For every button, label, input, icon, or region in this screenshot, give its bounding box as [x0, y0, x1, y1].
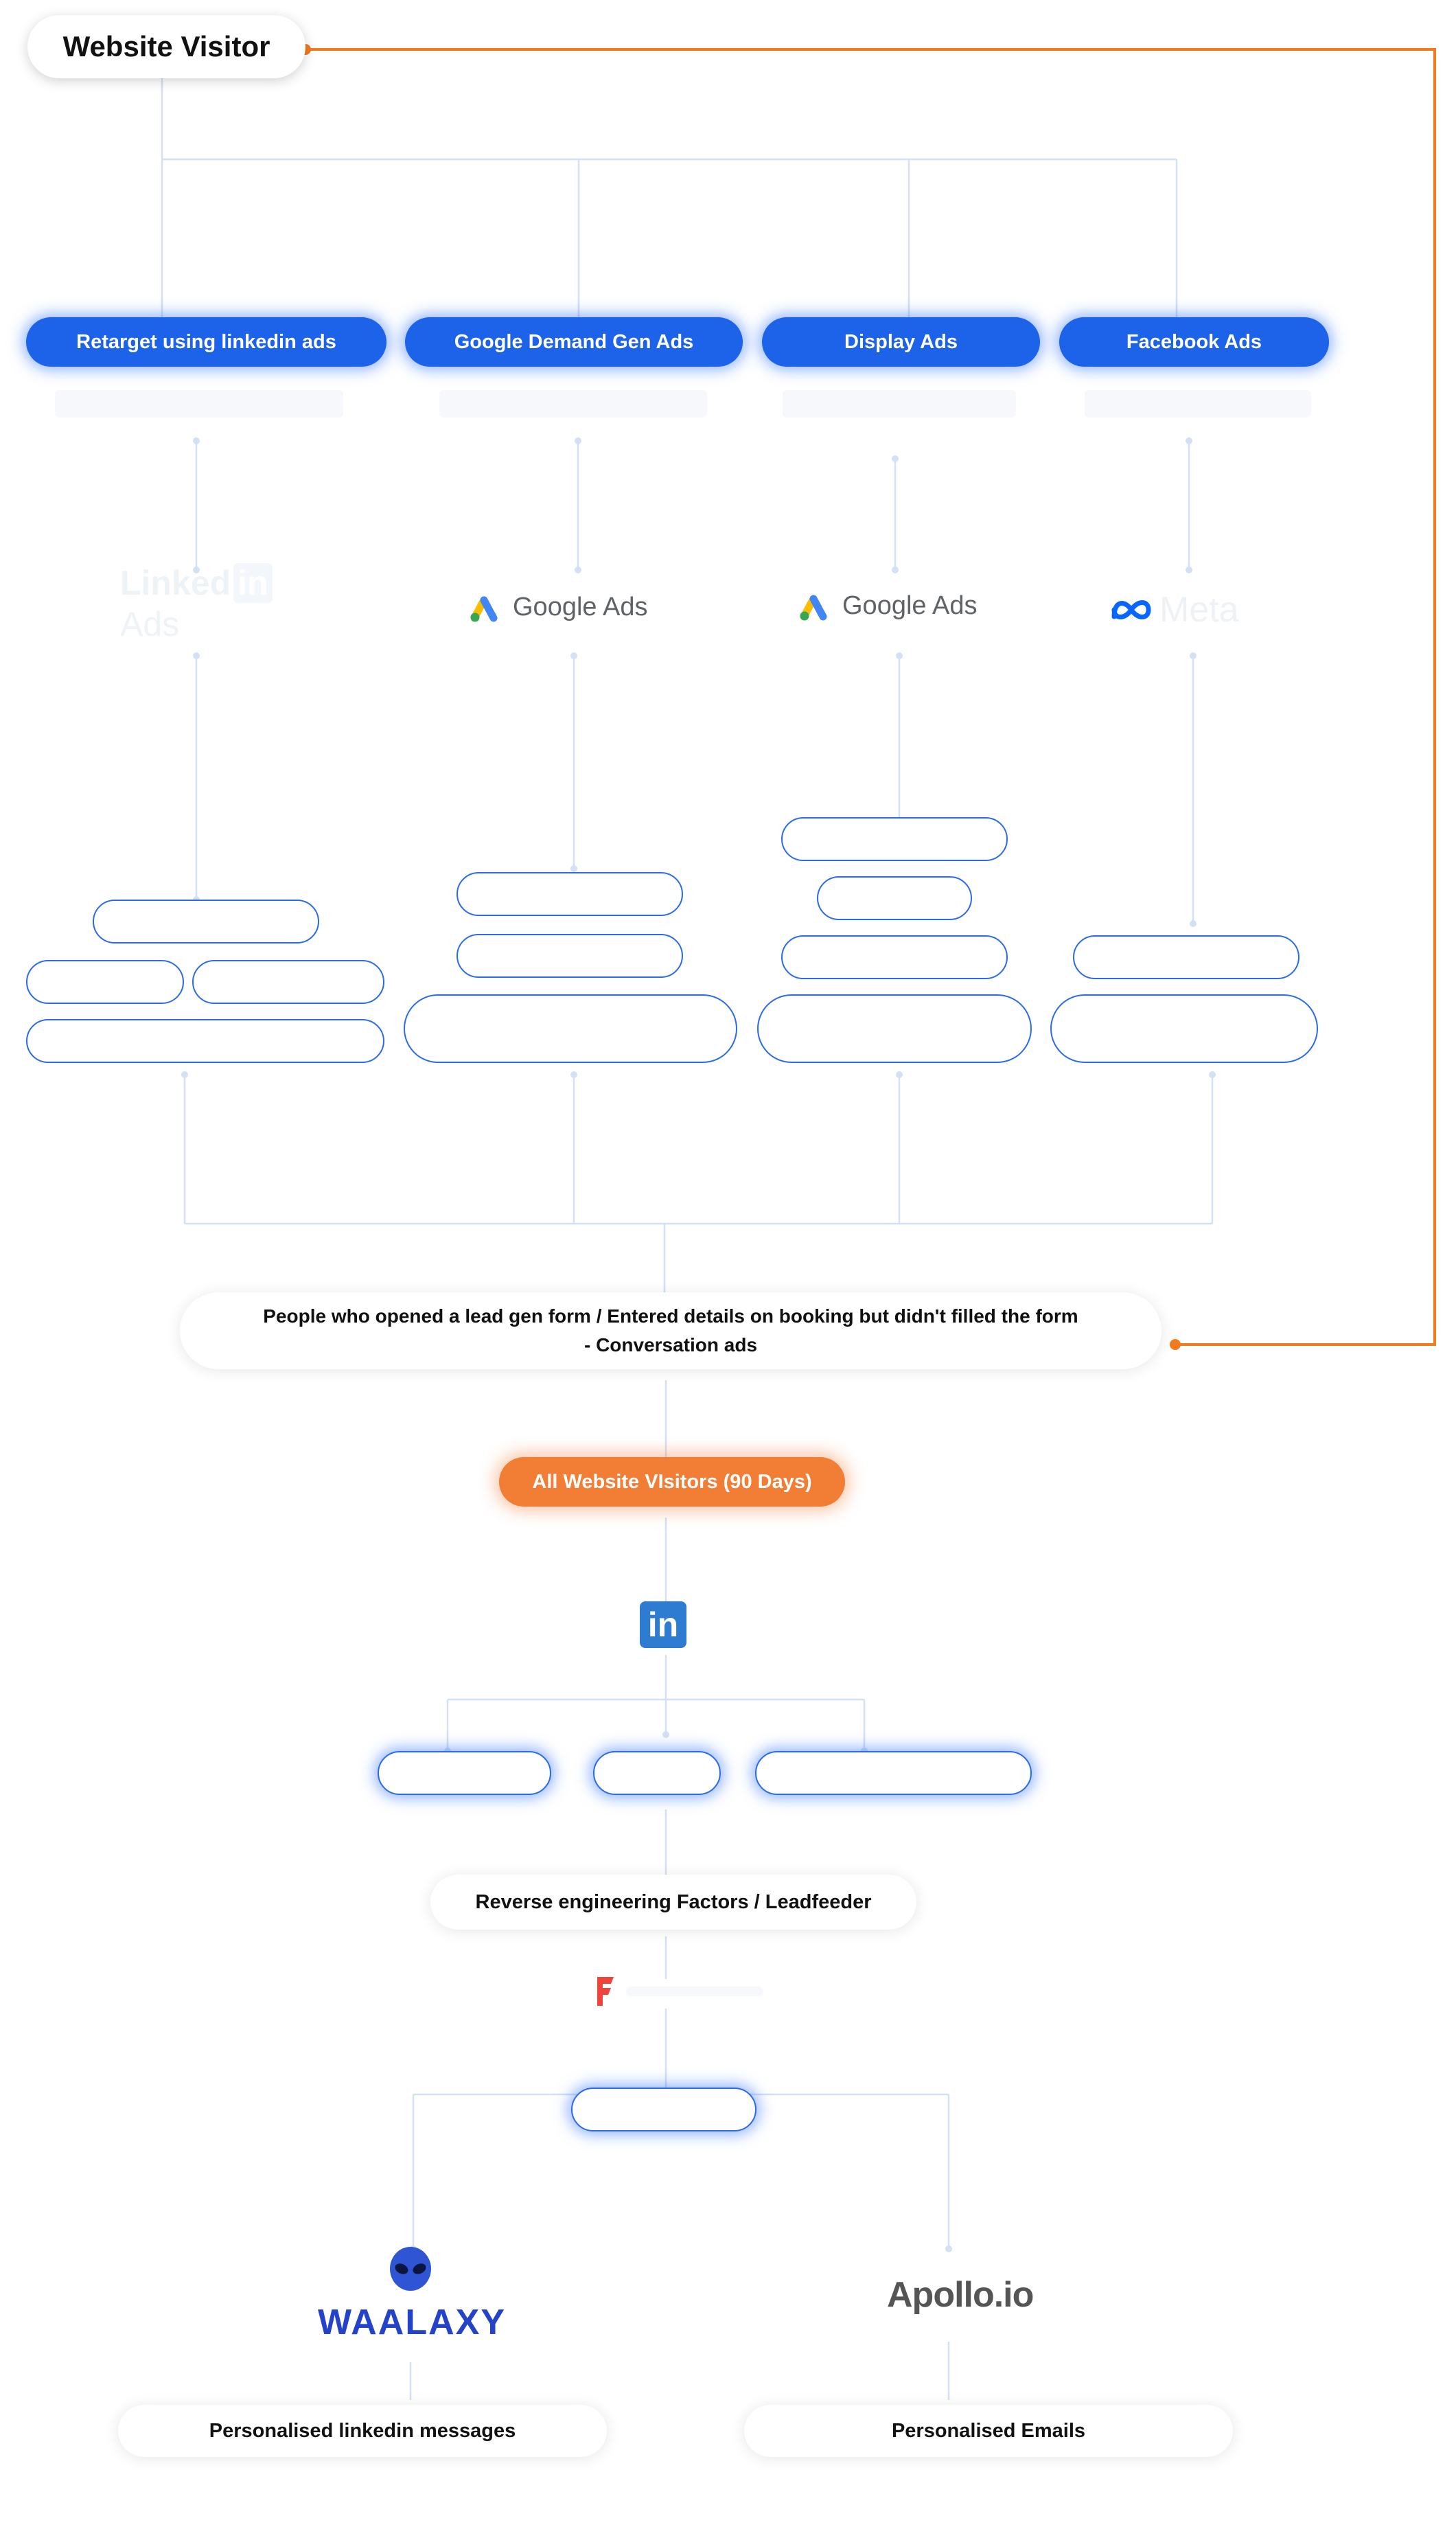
- channel-label: Retarget using linkedin ads: [76, 330, 336, 353]
- linkedin-ads-sub-text: Ads: [120, 605, 180, 643]
- linkedin-segment-pill: [755, 1751, 1032, 1795]
- faint-caption: [1085, 390, 1311, 418]
- linkedin-messages-node: Personalised linkedin messages: [118, 2405, 607, 2457]
- linkedin-icon: in: [640, 1601, 686, 1648]
- all-website-visitors-label: All Website VIsitors (90 Days): [532, 1470, 812, 1493]
- emails-label: Personalised Emails: [891, 2419, 1086, 2442]
- lead-gen-form-line2: - Conversation ads: [583, 1334, 758, 1356]
- targeting-pill: [457, 934, 683, 978]
- apollo-logo: Apollo.io: [887, 2274, 1034, 2316]
- meta-logo: Meta: [1109, 589, 1239, 630]
- factors-logo: [594, 1974, 763, 2009]
- targeting-pill: [817, 876, 972, 920]
- linkedin-in-badge: in: [233, 563, 273, 603]
- enrichment-pill: [571, 2088, 756, 2131]
- lead-gen-form-line1: People who opened a lead gen form / Ente…: [263, 1305, 1078, 1327]
- reverse-engineering-label: Reverse engineering Factors / Leadfeeder: [475, 1890, 872, 1913]
- linkedin-ads-sub: Ads: [120, 604, 179, 644]
- targeting-pill: [781, 817, 1008, 861]
- google-ads-logo-text: Google Ads: [842, 591, 978, 620]
- linkedin-segment-pill: [378, 1751, 551, 1795]
- lead-gen-form-node: People who opened a lead gen form / Ente…: [180, 1292, 1162, 1369]
- apollo-logo-text: Apollo.io: [887, 2275, 1034, 2315]
- reverse-engineering-node: Reverse engineering Factors / Leadfeeder: [430, 1875, 916, 1930]
- google-ads-icon: [800, 595, 827, 621]
- all-website-visitors-node: All Website VIsitors (90 Days): [499, 1457, 845, 1507]
- factors-icon: [597, 1977, 614, 2006]
- alien-head-icon: [390, 2247, 431, 2291]
- waalaxy-logo: WAALAXY: [318, 2302, 505, 2343]
- channel-label: Display Ads: [844, 330, 958, 353]
- meta-logo-text: Meta: [1159, 590, 1239, 630]
- google-ads-logo: Google Ads: [800, 591, 977, 621]
- google-ads-logo: Google Ads: [470, 592, 647, 622]
- waalaxy-logo-text: WAALAXY: [318, 2302, 506, 2342]
- targeting-pill: [93, 900, 319, 944]
- google-ads-logo-text: Google Ads: [513, 592, 648, 621]
- linkedin-ads-logo: Linked in: [120, 563, 273, 603]
- factors-wordmark-faint: [626, 1987, 763, 1996]
- channel-google-demand-gen: Google Demand Gen Ads: [405, 317, 743, 367]
- targeting-pill: [404, 994, 737, 1063]
- linkedin-ads-logo-text: Linked: [120, 564, 231, 602]
- emails-node: Personalised Emails: [744, 2405, 1233, 2457]
- channel-display-ads: Display Ads: [762, 317, 1040, 367]
- google-ads-icon: [470, 596, 498, 622]
- targeting-pill: [26, 1019, 384, 1063]
- targeting-pill: [1073, 935, 1299, 979]
- targeting-pill: [457, 872, 683, 916]
- targeting-pill: [781, 935, 1008, 979]
- waalaxy-alien-icon: [386, 2245, 435, 2294]
- linkedin-messages-label: Personalised linkedin messages: [209, 2419, 516, 2442]
- channel-label: Google Demand Gen Ads: [454, 330, 694, 353]
- targeting-pill: [192, 960, 384, 1004]
- targeting-pill: [26, 960, 184, 1004]
- linkedin-icon-text: in: [647, 1605, 679, 1644]
- meta-infinity-icon: [1111, 600, 1151, 619]
- faint-caption: [783, 390, 1016, 418]
- targeting-pill: [1050, 994, 1318, 1063]
- channel-retarget-linkedin: Retarget using linkedin ads: [26, 317, 386, 367]
- faint-caption: [55, 390, 343, 418]
- channel-facebook-ads: Facebook Ads: [1059, 317, 1329, 367]
- channel-label: Facebook Ads: [1126, 330, 1262, 353]
- linkedin-segment-pill: [593, 1751, 721, 1795]
- targeting-pill: [757, 994, 1032, 1063]
- website-visitor-node: Website Visitor: [27, 15, 305, 78]
- faint-caption: [439, 390, 707, 418]
- website-visitor-label: Website Visitor: [62, 30, 270, 62]
